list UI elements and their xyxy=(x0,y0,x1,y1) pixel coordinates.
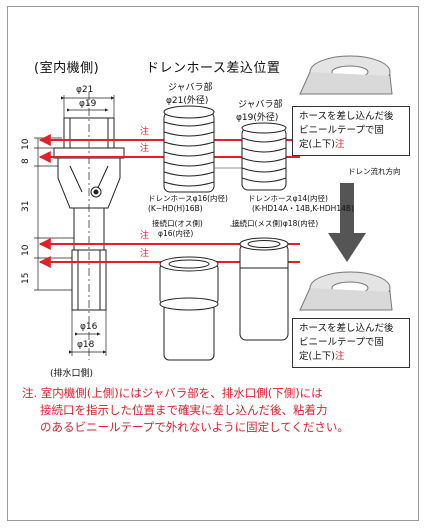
insert-position-title: ドレンホース差込位置 xyxy=(146,61,281,76)
top-inner-dimension: φ19 xyxy=(79,99,97,109)
flow-arrow xyxy=(328,183,366,262)
callout-top: ホースを差し込んだ後 ビニールテープで固 定(上下)注 xyxy=(292,106,410,156)
bellows-left xyxy=(163,105,215,193)
outlet-side-title: (排水口側) xyxy=(50,369,94,379)
callout-top-line2: ビニールテープで固 xyxy=(299,125,384,136)
connector-male xyxy=(159,256,219,361)
flow-direction-label: ドレン流れ方向 xyxy=(348,167,401,176)
hose-right-line1: ドレンホースφ14(内径) xyxy=(248,194,328,203)
hose-left-line1: ドレンホースφ16(内径) xyxy=(148,194,228,203)
callout-bottom-mark: 注 xyxy=(334,351,345,362)
note-line1: 注. 室内機側(上側)にはジャバラ部を、排水口側(下側)には xyxy=(22,386,323,400)
connector-female-line1: 接続口(メス側)φ18(内径) xyxy=(232,219,319,228)
mark-bottom-2: 注 xyxy=(140,249,150,259)
bellows-right xyxy=(241,122,287,191)
bottom-inner-dimension: φ16 xyxy=(80,322,98,332)
top-outer-dimension: φ21 xyxy=(76,85,94,95)
tape-roll-bottom xyxy=(299,271,393,311)
bellows-left-spec: φ21(外径) xyxy=(166,96,209,106)
tape-roll-top xyxy=(299,55,393,95)
bellows-left-label: ジャバラ部 xyxy=(168,83,213,93)
mark-bottom-1: 注 xyxy=(140,231,150,241)
hose-right-line2: (K-HD14A・14B,K-HDH14B) xyxy=(252,204,354,213)
callout-bottom-line2: ビニールテープで固 xyxy=(299,337,384,348)
connector-male-line1: 接続口(オス側) xyxy=(152,219,203,228)
top-dimension-lines xyxy=(60,95,115,118)
vertical-dimension-15: 15 xyxy=(21,272,31,284)
vertical-dimension-31: 31 xyxy=(21,200,31,212)
bellows-right-label: ジャバラ部 xyxy=(238,100,283,110)
vertical-dimension-10a: 10 xyxy=(21,138,31,150)
mark-top-2: 注 xyxy=(140,144,150,154)
callout-top-mark: 注 xyxy=(334,139,345,150)
leader-lines xyxy=(214,167,242,227)
note-line2: 接続口を指示した位置まで確実に差し込んだ後、粘着力 xyxy=(40,403,328,417)
bellows-right-spec: φ19(外径) xyxy=(236,113,279,123)
indoor-side-title: (室内機側) xyxy=(34,61,100,76)
callout-top-line1: ホースを差し込んだ後 xyxy=(299,111,394,122)
figure-frame xyxy=(7,6,419,521)
note-line3: のあるビニールテープで外れないように固定してください。 xyxy=(40,420,349,434)
drain-socket-part xyxy=(53,92,125,360)
callout-bottom: ホースを差し込んだ後 ビニールテープで固 定(上下)注 xyxy=(292,318,410,368)
bottom-outer-dimension: φ18 xyxy=(77,340,95,350)
bottom-dimension-lines xyxy=(68,310,107,356)
callout-bottom-line1: ホースを差し込んだ後 xyxy=(299,323,394,334)
callout-top-line3: 定(上下) xyxy=(299,139,335,150)
vertical-dimension-10b: 10 xyxy=(21,244,31,256)
connector-female xyxy=(239,237,289,341)
vertical-dimension-8: 8 xyxy=(21,158,31,164)
mark-top-1: 注 xyxy=(140,127,150,137)
callout-bottom-line3: 定(上下) xyxy=(299,351,335,362)
connector-male-line2: φ16(内径) xyxy=(158,229,194,238)
hose-left-line2: (K−HD(H)16B) xyxy=(148,204,203,213)
caution-note: 注. 室内機側(上側)にはジャバラ部を、排水口側(下側)には 接続口を指示した位… xyxy=(22,385,402,436)
